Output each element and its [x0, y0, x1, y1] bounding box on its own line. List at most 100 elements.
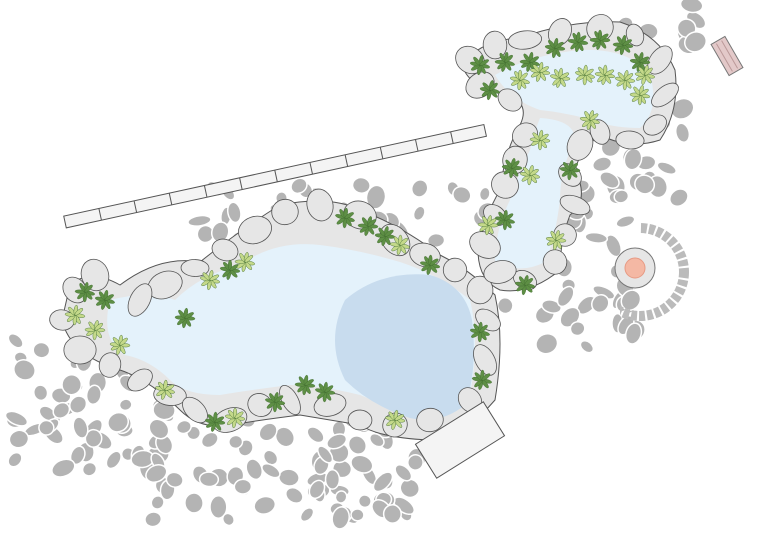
stepping-stone — [175, 419, 192, 435]
stepping-stone — [324, 469, 341, 490]
plant-leaf — [399, 238, 408, 246]
deck-platform[interactable] — [414, 401, 506, 479]
plant-icon — [225, 407, 246, 429]
walkway-joint — [379, 147, 384, 159]
stepping-stone — [278, 468, 300, 487]
rock — [615, 130, 645, 150]
walkway-joint — [274, 170, 278, 182]
stepping-stone — [579, 339, 595, 354]
plant-icon — [612, 34, 634, 56]
stepping-stone — [187, 214, 212, 227]
stepping-stone — [634, 174, 656, 195]
plant-leaf — [639, 56, 650, 63]
bench[interactable] — [710, 35, 744, 77]
stepping-stone — [452, 185, 472, 205]
stepping-stone — [150, 495, 165, 510]
stepping-stone — [613, 189, 630, 204]
plant-leaf — [104, 294, 114, 301]
rock — [542, 249, 568, 275]
stepping-stone — [253, 495, 277, 515]
plant-icon — [501, 158, 523, 179]
stepping-stone — [679, 0, 704, 14]
stepping-stone — [72, 416, 89, 439]
walkway-joint — [203, 185, 208, 198]
stepping-stone — [274, 426, 296, 448]
rock — [469, 231, 501, 259]
plant-icon — [84, 320, 106, 341]
fire-icon — [624, 257, 646, 279]
rock — [180, 259, 210, 277]
stepping-stone — [107, 411, 130, 433]
plant-leaf — [119, 337, 128, 346]
plant-icon — [109, 334, 131, 355]
rock — [473, 344, 497, 376]
plant-leaf — [644, 67, 653, 76]
plant-icon — [589, 29, 611, 50]
stepping-stone — [357, 494, 372, 509]
stepping-stone — [412, 205, 426, 221]
plant-icon — [514, 275, 536, 296]
stepping-stone — [394, 464, 413, 482]
walkway-joint — [309, 162, 313, 175]
stepping-stone — [331, 506, 350, 530]
plant-icon — [74, 282, 95, 303]
stepping-stone — [410, 179, 429, 198]
stepping-stone — [61, 374, 83, 396]
rock — [507, 30, 543, 50]
stepping-stone — [184, 492, 204, 514]
plant-icon — [494, 52, 515, 72]
plant-leaf — [244, 255, 254, 263]
stepping-stone — [407, 454, 424, 471]
plant-icon — [200, 270, 220, 291]
plants — [64, 29, 655, 432]
rock — [347, 409, 373, 431]
fire-pit — [614, 223, 689, 321]
rocks — [49, 14, 679, 438]
stream-water — [495, 118, 575, 269]
walkway-joint — [98, 208, 102, 221]
stepping-stone — [683, 31, 707, 53]
stepping-stone — [84, 428, 103, 448]
plant-leaf — [84, 284, 93, 293]
plant-icon — [529, 129, 551, 151]
rock — [211, 238, 239, 262]
plant-leaf — [481, 373, 491, 381]
walkway-joint — [450, 131, 454, 144]
stepping-stone — [592, 156, 613, 173]
plant-icon — [469, 321, 490, 343]
stepping-stone — [258, 422, 278, 442]
plant-icon — [629, 52, 651, 72]
plant-icon — [335, 207, 355, 229]
plant-icon — [567, 31, 589, 53]
plant-leaf — [529, 168, 539, 176]
stepping-stone — [7, 333, 24, 349]
plant-leaf — [622, 39, 632, 46]
stepping-stone — [33, 384, 49, 402]
walkway — [63, 123, 488, 229]
stepping-stone — [144, 511, 163, 528]
plant-leaf — [524, 278, 534, 286]
plant-icon — [385, 409, 406, 430]
stepping-stone — [226, 201, 242, 224]
plant-leaf — [577, 35, 587, 43]
plant-icon — [594, 64, 616, 85]
stepping-stone — [299, 507, 315, 523]
plant-leaf — [489, 82, 498, 91]
rock — [643, 114, 667, 136]
stepping-stone — [52, 401, 71, 419]
stepping-stone — [221, 512, 235, 527]
plant-icon — [219, 259, 241, 280]
plant-icon — [294, 374, 316, 396]
plant-icon — [545, 230, 567, 251]
plant-leaf — [504, 213, 514, 221]
plant-leaf — [539, 133, 549, 141]
stepping-stone — [145, 464, 168, 484]
stepping-stone — [200, 431, 219, 449]
stepping-stone — [13, 359, 36, 381]
plant-icon — [234, 252, 255, 273]
stepping-stone — [674, 122, 691, 144]
rock — [271, 198, 299, 226]
plant-leaf — [274, 395, 284, 403]
stepping-stone — [569, 320, 586, 337]
plant-icon — [315, 381, 336, 403]
